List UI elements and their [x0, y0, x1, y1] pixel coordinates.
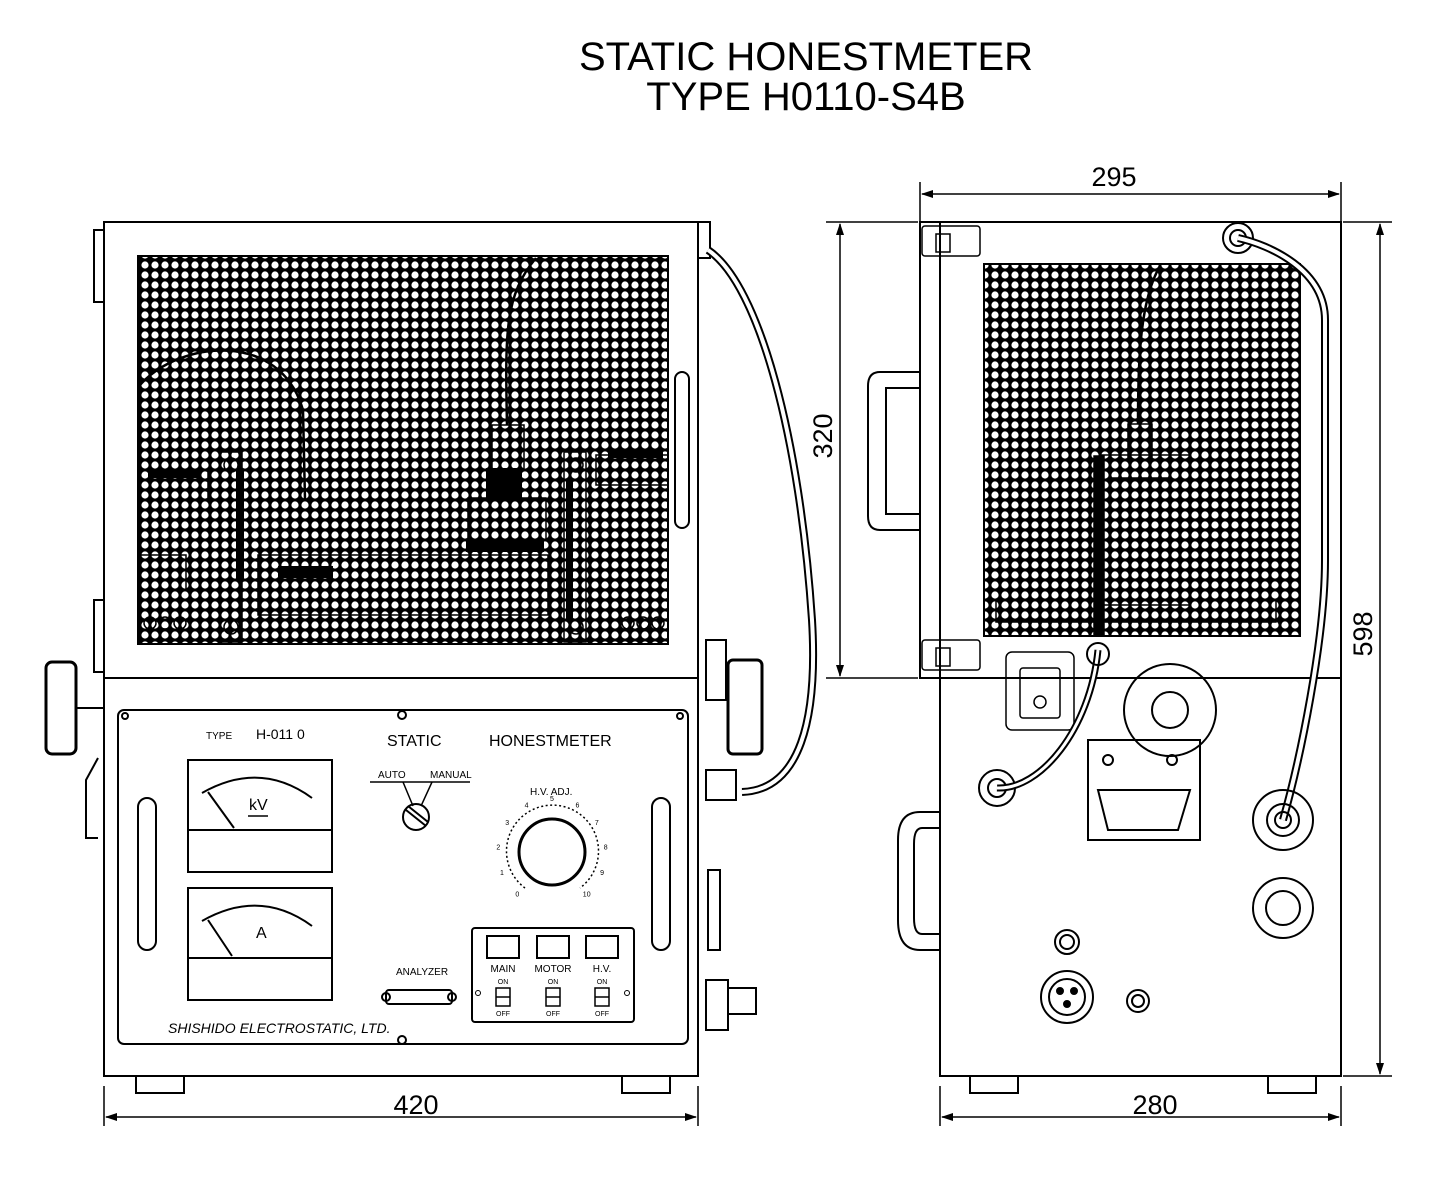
ampere-meter	[187, 887, 333, 1001]
side-perforated-window	[983, 263, 1301, 637]
dial-scale-number: 5	[550, 796, 554, 803]
dial-scale-number: 2	[496, 844, 500, 851]
auto-label: AUTO	[378, 770, 406, 781]
front-panel-content: TYPE H-011 0 STATIC HONESTMETER kV A AUT…	[168, 726, 635, 1036]
panel-grip-left[interactable]	[137, 797, 157, 951]
dimension-lines	[103, 182, 1392, 1126]
dim-side-depth-top: 295	[1091, 162, 1136, 192]
side-foot-right	[1267, 1075, 1317, 1094]
front-right-connector	[727, 987, 757, 1015]
switch-off-label: OFF	[595, 1011, 609, 1018]
front-view	[44, 221, 818, 1094]
grommet-bottom	[1252, 789, 1314, 851]
dial-scale-number: 1	[500, 870, 504, 877]
switch-on-label: ON	[597, 979, 608, 986]
hv-adj-dial-scale: 0 1 2 3 4 5 6 7 8 9 10	[496, 796, 607, 898]
side-latches[interactable]	[921, 225, 981, 671]
front-perforated-window	[137, 255, 669, 645]
dim-side-depth-bottom: 280	[1132, 1090, 1177, 1120]
indicator-lamp-0	[486, 935, 520, 959]
side-knob-left[interactable]	[44, 660, 78, 756]
type-label: TYPE	[206, 731, 232, 742]
dial-scale-number: 0	[515, 891, 519, 898]
side-motor-bracket	[1087, 739, 1201, 841]
switch-panel	[471, 927, 635, 1023]
front-hinge-bottom	[93, 599, 105, 673]
title-line-1: STATIC HONESTMETER	[579, 35, 1033, 79]
dial-scale-number: 6	[575, 802, 579, 809]
maker-label: SHISHIDO ELECTROSTATIC, LTD.	[168, 1020, 390, 1036]
panel-title-static: STATIC	[387, 733, 442, 750]
hv-adj-label: H.V. ADJ.	[530, 787, 572, 798]
analyzer-label: ANALYZER	[396, 967, 448, 978]
side-top-handle[interactable]	[867, 371, 920, 531]
front-black-bars	[148, 451, 663, 620]
dim-front-width: 420	[393, 1090, 438, 1120]
front-foot-left	[135, 1075, 185, 1094]
switch-on-label: ON	[548, 979, 559, 986]
side-round-port	[1252, 877, 1314, 939]
switch-on-label: ON	[498, 979, 509, 986]
type-value: H-011 0	[256, 726, 305, 742]
indicator-lamp-1	[536, 935, 570, 959]
hv-adj-dial[interactable]	[505, 804, 600, 889]
switch-label: H.V.	[593, 964, 612, 975]
side-foot-left	[969, 1075, 1019, 1094]
switch-off-label: OFF	[496, 1011, 510, 1018]
dial-scale-number: 3	[505, 820, 509, 827]
dial-scale-number: 7	[595, 820, 599, 827]
kv-meter-label: kV	[249, 797, 268, 814]
dial-scale-number: 4	[525, 802, 529, 809]
side-indicator	[1054, 929, 1080, 955]
side-lower-handle[interactable]	[897, 811, 940, 951]
side-front-latch[interactable]	[1005, 651, 1075, 731]
title-line-2: TYPE H0110-S4B	[646, 75, 965, 119]
side-xlr-socket	[1040, 970, 1094, 1024]
front-foot-right	[621, 1075, 671, 1094]
front-right-knob[interactable]	[726, 658, 764, 756]
indicator-lamp-2	[585, 935, 619, 959]
dim-upper-height: 320	[808, 413, 838, 458]
ampere-meter-label: A	[256, 925, 267, 942]
front-mount-screws	[143, 457, 665, 635]
front-door-handle[interactable]	[674, 371, 690, 529]
panel-title-honestmeter: HONESTMETER	[489, 733, 612, 750]
switch-off-label: OFF	[546, 1011, 560, 1018]
kv-meter	[187, 759, 333, 873]
dim-total-height: 598	[1348, 611, 1378, 656]
left-latch	[85, 757, 99, 839]
switch-label: MOTOR	[534, 964, 571, 975]
panel-grip-right[interactable]	[651, 797, 671, 951]
side-inner-mechanism	[995, 265, 1277, 637]
dial-scale-number: 9	[600, 870, 604, 877]
side-view	[867, 221, 1342, 1094]
front-lower-body	[103, 677, 699, 1077]
manual-label: MANUAL	[430, 770, 472, 781]
analyzer-connector[interactable]	[381, 989, 457, 1005]
dial-scale-number: 10	[583, 891, 591, 898]
switch-label: MAIN	[491, 964, 516, 975]
dial-scale-number: 8	[604, 844, 608, 851]
side-lower-body	[939, 677, 1342, 1077]
front-hinge-top	[93, 229, 105, 303]
auto-manual-knob[interactable]	[402, 803, 430, 831]
side-small-knob	[1126, 989, 1150, 1013]
